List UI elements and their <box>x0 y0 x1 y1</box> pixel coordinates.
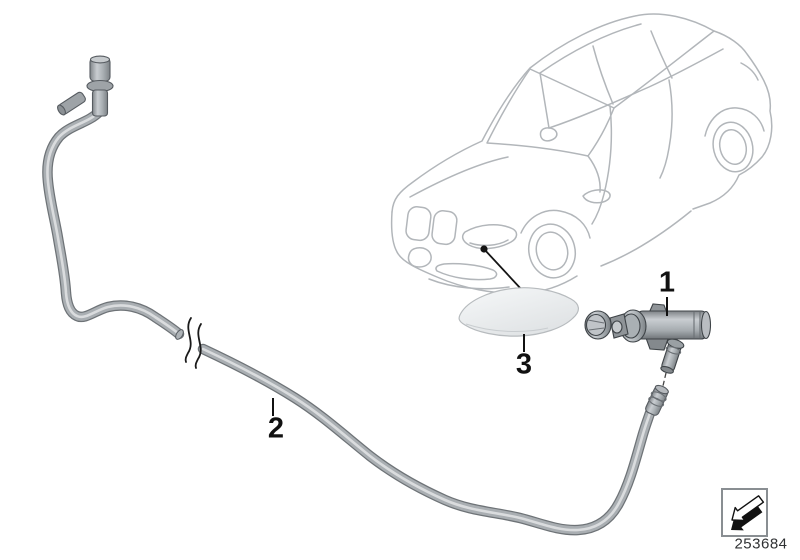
assembly-alignment-line <box>661 372 667 389</box>
callout-2-hose[interactable]: 2 <box>267 412 285 445</box>
break-symbol <box>184 317 202 369</box>
cover-leader-line <box>480 245 523 291</box>
callout-3-cover[interactable]: 3 <box>515 348 533 381</box>
callout-leader-lines <box>272 297 668 416</box>
hose-end-fitting <box>645 384 669 416</box>
car-sketch <box>390 13 773 295</box>
cover-cap-part <box>458 287 579 337</box>
direction-arrow-icon <box>731 495 765 531</box>
washer-jet-part <box>584 303 712 374</box>
hose-top-fitting <box>57 55 114 117</box>
hose-part <box>42 55 669 536</box>
callout-1-washer-jet[interactable]: 1 <box>658 266 676 299</box>
drawing-number: 253684 <box>734 535 788 553</box>
direction-box <box>721 488 768 537</box>
